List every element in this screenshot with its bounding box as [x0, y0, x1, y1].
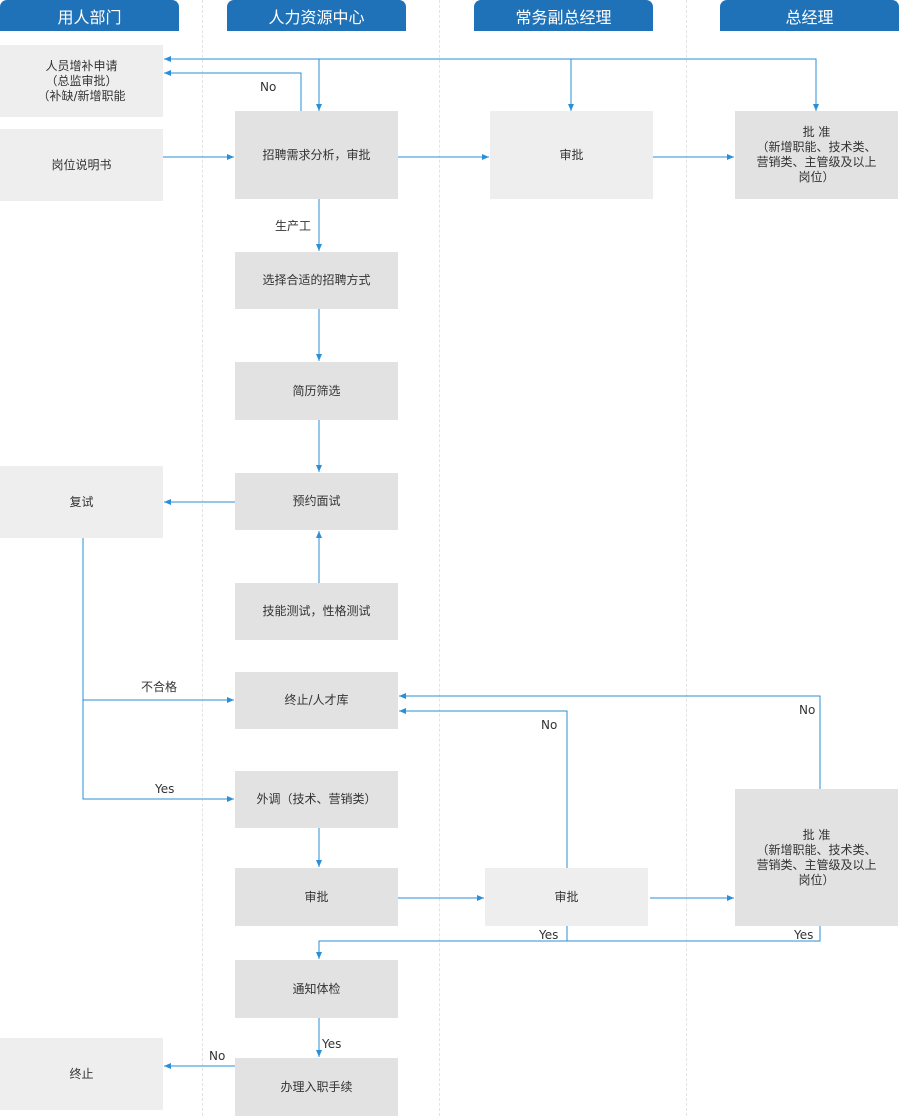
lane-divider [202, 0, 203, 1116]
node-second-interview: 复试 [0, 466, 163, 538]
edge-label-yes-vp: Yes [539, 928, 559, 942]
edge-label-yes-background: Yes [155, 782, 175, 796]
edge-label-unqualified: 不合格 [141, 680, 178, 694]
node-onboarding: 办理入职手续 [235, 1058, 398, 1116]
node-gm-approval-2: 批 准 （新增职能、技术类、 营销类、主管级及以上 岗位） [735, 789, 898, 926]
lane-header-hr-center: 人力资源中心 [227, 0, 406, 31]
node-terminate: 终止 [0, 1038, 163, 1110]
node-vp-approval-1: 审批 [490, 111, 653, 199]
lane-header-executive-vp: 常务副总经理 [474, 0, 653, 31]
node-resume-screening: 简历筛选 [235, 362, 398, 420]
node-vp-approval-2: 审批 [485, 868, 648, 926]
edge-reinterview-pass [82, 700, 234, 802]
node-terminate-talent-pool: 终止/人才库 [235, 672, 398, 729]
edge-label-no-gm: No [799, 703, 816, 717]
node-demand-analysis: 招聘需求分析，审批 [235, 111, 398, 199]
lane-header-department: 用人部门 [0, 0, 179, 31]
node-skill-tests: 技能测试，性格测试 [235, 583, 398, 640]
node-recruit-method: 选择合适的招聘方式 [235, 252, 398, 309]
lane-divider [686, 0, 687, 1116]
lane-divider [439, 0, 440, 1116]
node-medical-exam: 通知体检 [235, 960, 398, 1018]
edge-vp-reject [399, 708, 568, 868]
edge-reinterview-fail [82, 538, 234, 703]
node-gm-approval-1: 批 准 （新增职能、技术类、 营销类、主管级及以上 岗位） [735, 111, 898, 199]
edge-label-yes-onboard: Yes [322, 1037, 342, 1051]
edge-gm-reject [399, 693, 821, 789]
edge-label-no-vp: No [541, 718, 558, 732]
edge-gm-yes [316, 926, 821, 959]
node-background-check: 外调（技术、营销类） [235, 771, 398, 828]
edge-label-no-onboard: No [209, 1049, 226, 1063]
node-hr-approval-2: 审批 [235, 868, 398, 926]
edge-label-production-worker: 生产工 [275, 219, 312, 233]
node-schedule-interview: 预约面试 [235, 473, 398, 530]
edge-analysis-reject [164, 70, 302, 111]
lane-header-general-manager: 总经理 [720, 0, 899, 31]
edge-label-yes-gm: Yes [794, 928, 814, 942]
node-staffing-request: 人员增补申请 （总监审批） （补缺/新增职能 [0, 45, 163, 117]
node-job-description: 岗位说明书 [0, 129, 163, 201]
edge-label-no-top: No [260, 80, 277, 94]
